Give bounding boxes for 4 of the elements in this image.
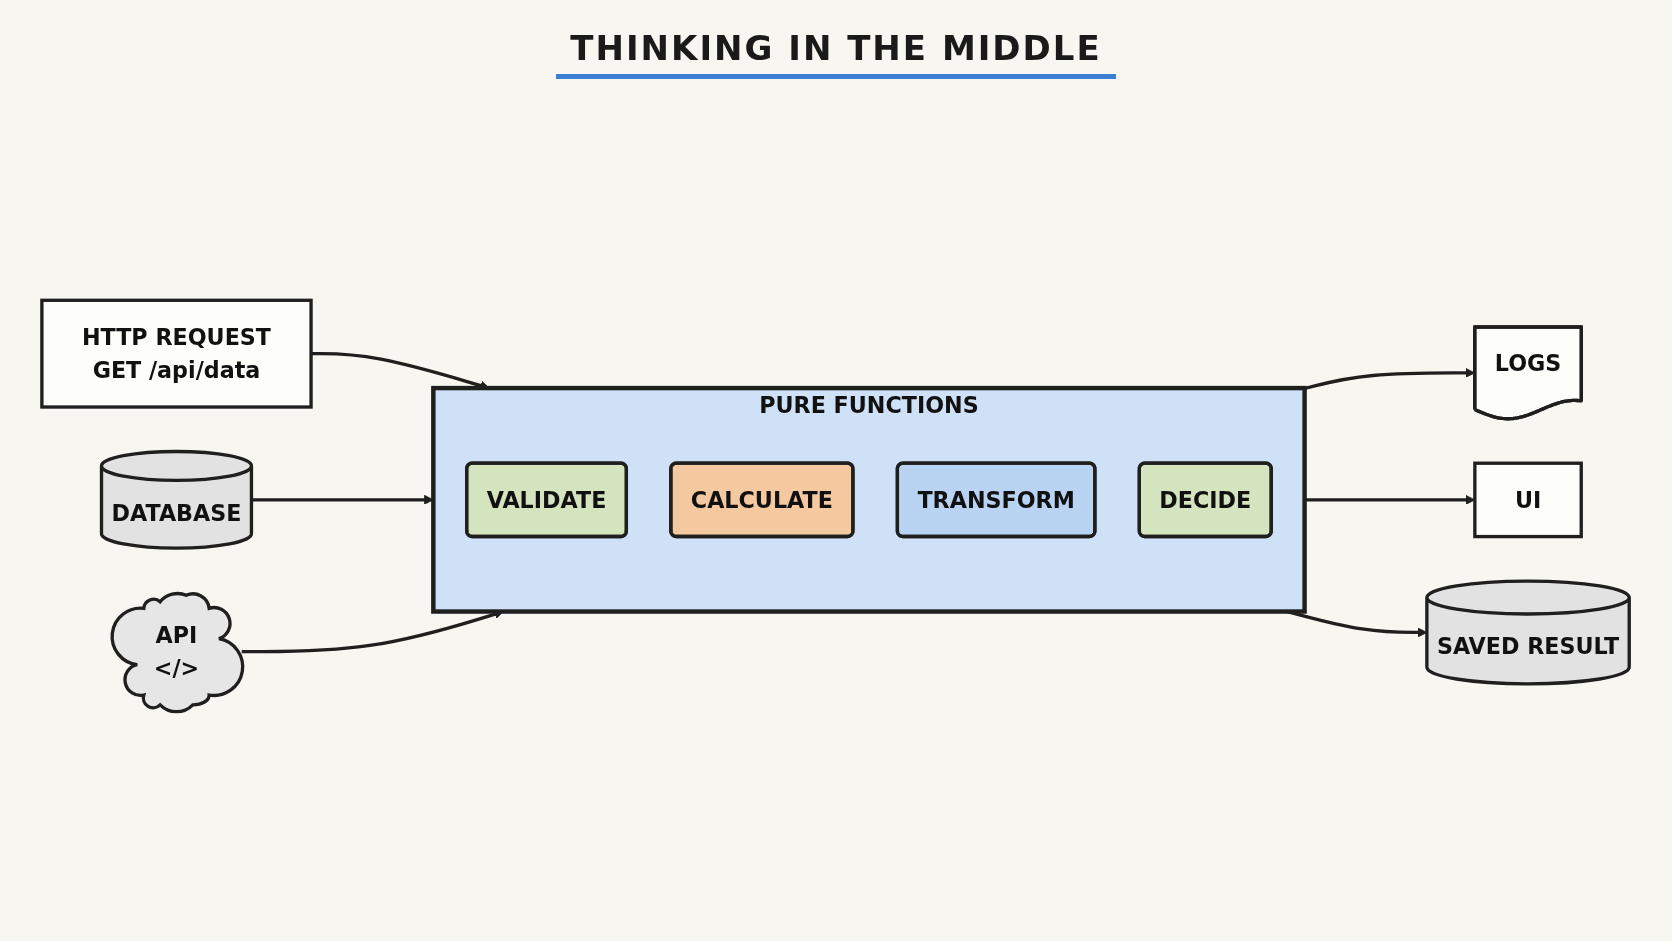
node-box: HTTP REQUEST GET /api/data [40, 298, 314, 409]
node-box: UI [1473, 461, 1584, 539]
arrow [1304, 368, 1476, 391]
diagram-title: THINKING IN THE MIDDLE [556, 28, 1116, 79]
